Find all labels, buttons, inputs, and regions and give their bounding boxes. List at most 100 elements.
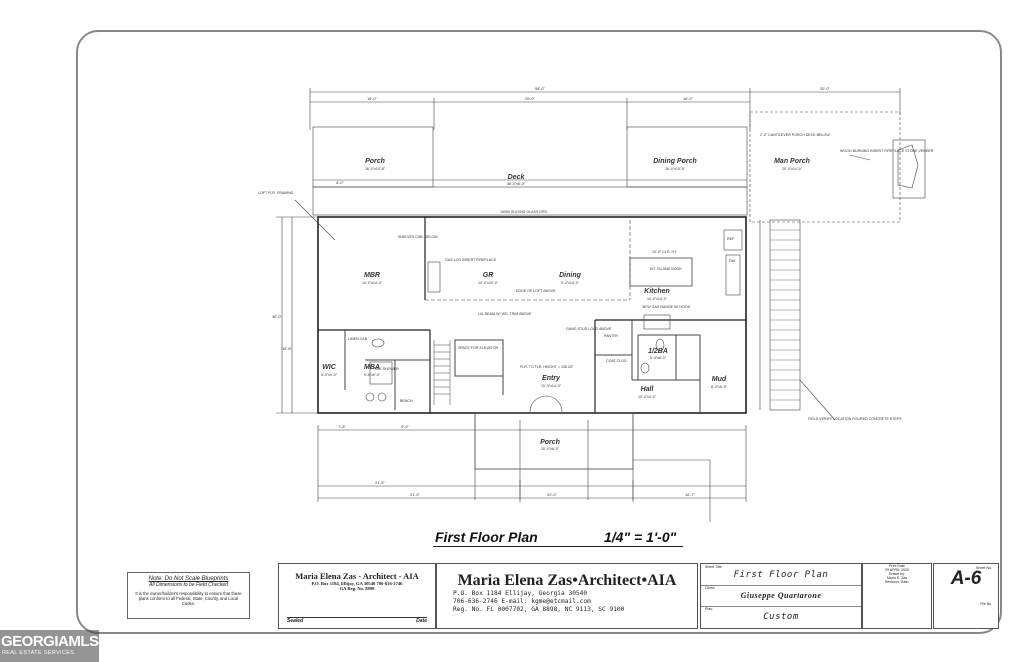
note-dishwasher: DW bbox=[729, 259, 736, 263]
client-label: Client: bbox=[705, 586, 715, 590]
note-island: KIT. ISLAND NOOK bbox=[650, 267, 682, 271]
dim-left-bay: 16'-0" bbox=[367, 97, 377, 101]
plan-row: Plan: Custom bbox=[701, 606, 861, 627]
note-pantry: PANTRY bbox=[604, 334, 619, 338]
blueprint-note: Note: Do Not Scale Blueprints All Dimens… bbox=[127, 572, 250, 619]
sheet-title: First Floor Plan bbox=[733, 570, 829, 580]
stamp-address: P.O. Box 1184, Ellijay, GA 30540 706-636… bbox=[311, 581, 403, 586]
dim-man-porch-width: 20'-0" bbox=[820, 87, 830, 91]
dates-block: Print Date 29 APRIL 2020 Drawn by: Maria… bbox=[862, 563, 932, 629]
room-porch-left-name: Porch bbox=[365, 158, 385, 165]
note-gas-range: 36"W GAS RANGE W/ HOOD bbox=[642, 305, 691, 309]
room-dining-porch-name: Dining Porch bbox=[653, 158, 697, 165]
room-dining-porch-size: 16'-0"x10'-8" bbox=[665, 167, 686, 171]
drawn-by-label: Drawn by: bbox=[888, 572, 906, 576]
room-wic-name: WIC bbox=[322, 364, 337, 371]
room-deck-name: Deck bbox=[508, 174, 526, 181]
dim-left-lower: 18'-8" bbox=[282, 347, 292, 351]
note-cantilever-deck: 2'-0" CANTILEVER PORCH DECK BELOW bbox=[760, 133, 830, 137]
dim-bottom-left-outer: 21'-5" bbox=[375, 481, 385, 485]
client-name: Giuseppe Quartarone bbox=[740, 591, 822, 600]
dim-wic-width: 7'-8" bbox=[338, 425, 346, 429]
note-floor-height: FLR. TO FLR. HEIGHT = 130.25" bbox=[520, 365, 574, 369]
note-concrete-steps: FIELD VERIFY LOCATION POURED CONCRETE ST… bbox=[808, 417, 902, 421]
dimension-labels: 58'-0" 16'-0" 26'-0" 16'-0" 20'-0" 8'-0"… bbox=[272, 87, 830, 497]
note-wood-fireplace: WOOD BURNING INSERT FIREPLACE STONE VENE… bbox=[840, 149, 934, 153]
dim-bottom-center: 20'-0" bbox=[547, 493, 557, 497]
plan-scale: 1/4" = 1'-0" bbox=[604, 529, 677, 545]
room-deck-size: 58'-0"x8'-0" bbox=[507, 182, 526, 186]
room-labels: Porch 16'-0"x10'-8" Deck 58'-0"x8'-0" Di… bbox=[321, 158, 810, 451]
sheet-no: A-6 bbox=[950, 568, 982, 589]
drawn-by: Maria E. Zas bbox=[886, 576, 908, 580]
dim-bottom-right: 16'-7" bbox=[685, 493, 695, 497]
note-gas-log-fireplace: GAS LOG INSERT FIREPLACE bbox=[445, 258, 497, 262]
dim-right-bay: 16'-0" bbox=[683, 97, 693, 101]
room-porch-front-size: 20'-0"x8'-0" bbox=[541, 447, 560, 451]
room-hall-size: 10'-4"x4'-0" bbox=[638, 395, 657, 399]
note-refrigerator: REF. bbox=[727, 237, 735, 241]
watermark-brand: GEORGIAMLS bbox=[1, 633, 99, 650]
room-half-bath-size: 5'-4"x8'-0" bbox=[650, 356, 667, 360]
note-shelves: SHELVES CAB. BELOW bbox=[398, 235, 438, 239]
note-loft-framing: LOFT FLR. FRAMING bbox=[258, 191, 294, 195]
watermark-sub: REAL ESTATE SERVICES bbox=[2, 650, 75, 656]
dim-deck-depth: 8'-0" bbox=[336, 181, 344, 185]
room-gr-name: GR bbox=[483, 272, 494, 279]
room-porch-front-name: Porch bbox=[540, 439, 560, 446]
firm-reg: Reg. No. FL 0007702, GA 8898, NC 9113, S… bbox=[453, 606, 625, 613]
firm-block: Maria Elena Zas•Architect•AIA P.O. Box 1… bbox=[436, 563, 698, 629]
file-no-label: File No. bbox=[980, 602, 992, 606]
plan-name: Custom bbox=[763, 612, 799, 622]
architect-stamp: Maria Elena Zas - Architect - AIA P.O. B… bbox=[278, 563, 436, 629]
room-half-bath-name: 1/2BA bbox=[648, 348, 668, 355]
room-man-porch-size: 20'-0"x14'-0" bbox=[782, 167, 803, 171]
note-body: It is the owner/builder's responsibility… bbox=[135, 591, 242, 606]
room-dining-size: 9'-4"x14'-0" bbox=[561, 281, 580, 285]
dim-bottom-left: 21'-0" bbox=[410, 493, 420, 497]
room-entry-name: Entry bbox=[542, 375, 561, 382]
mls-watermark: GEORGIAMLS REAL ESTATE SERVICES bbox=[0, 630, 99, 662]
room-dining-name: Dining bbox=[559, 272, 581, 279]
room-kitchen-size: 14'-0"x14'-0" bbox=[647, 297, 668, 301]
room-mud-name: Mud bbox=[712, 376, 727, 383]
note-tile-shower: TILE SHOWER bbox=[374, 367, 399, 371]
date-label: Date bbox=[416, 618, 427, 624]
sheet-title-row: Sheet Title: First Floor Plan bbox=[701, 564, 861, 586]
print-date-label: Print Date bbox=[889, 564, 905, 568]
dim-center-bay: 26'-0" bbox=[525, 97, 535, 101]
caption-underline bbox=[433, 546, 683, 547]
revision-label: Revision: Date: bbox=[863, 580, 931, 584]
drawing-sheet bbox=[76, 30, 1002, 634]
sheet-no-label: Sheet No. bbox=[976, 566, 992, 570]
note-linen-cabinet: LINEN CAB. bbox=[348, 337, 368, 341]
note-sliding-doors: 16080 SLIDING GLASS DRS. bbox=[500, 210, 548, 214]
stamp-name: Maria Elena Zas - Architect - AIA bbox=[295, 571, 419, 581]
plan-label: Plan: bbox=[705, 607, 713, 611]
plan-notes: LOFT FLR. FRAMING GAS LOG INSERT FIREPLA… bbox=[258, 133, 934, 421]
note-title: Note: Do Not Scale Blueprints bbox=[148, 576, 229, 582]
room-man-porch-name: Man Porch bbox=[774, 158, 810, 165]
room-kitchen-name: Kitchen bbox=[644, 288, 670, 295]
room-mbr-size: 14'-0"x14'-0" bbox=[362, 281, 383, 285]
sheet-title-label: Sheet Title: bbox=[705, 565, 723, 569]
firm-address: P.O. Box 1184 Ellijay, Georgia 30540 bbox=[453, 590, 588, 597]
plan-caption: First Floor Plan 1/4" = 1'-0" bbox=[435, 529, 676, 545]
revision-text: Revision: bbox=[884, 580, 900, 584]
note-line: All Dimensions to be Field Checked bbox=[149, 582, 228, 588]
plan-title: First Floor Plan bbox=[435, 529, 538, 545]
note-coat-closet: COAT CLOS. bbox=[606, 359, 627, 363]
client-row: Client: Giuseppe Quartarone bbox=[701, 585, 861, 607]
firm-name: Maria Elena Zas•Architect•AIA bbox=[457, 572, 677, 589]
sealed-label: Sealed bbox=[287, 618, 304, 624]
room-porch-left-size: 16'-0"x10'-8" bbox=[365, 167, 386, 171]
room-gr-size: 14'-0"x20'-0" bbox=[478, 281, 499, 285]
room-hall-name: Hall bbox=[641, 386, 655, 393]
revision-date-text: Date: bbox=[900, 580, 910, 584]
room-entry-size: 10'-0"x14'-0" bbox=[541, 384, 562, 388]
firm-phone: 706-636-2746 E-mail: kgme@etcmail.com bbox=[453, 598, 591, 605]
note-kitchen-ceiling: 10'-0" CLG. HT. bbox=[652, 250, 677, 254]
note-lvl-beam: LVL BEAM W/ WD. TRIM ABOVE bbox=[478, 312, 532, 316]
note-edge-of-loft: EDGE OF LOFT ABOVE bbox=[516, 289, 556, 293]
